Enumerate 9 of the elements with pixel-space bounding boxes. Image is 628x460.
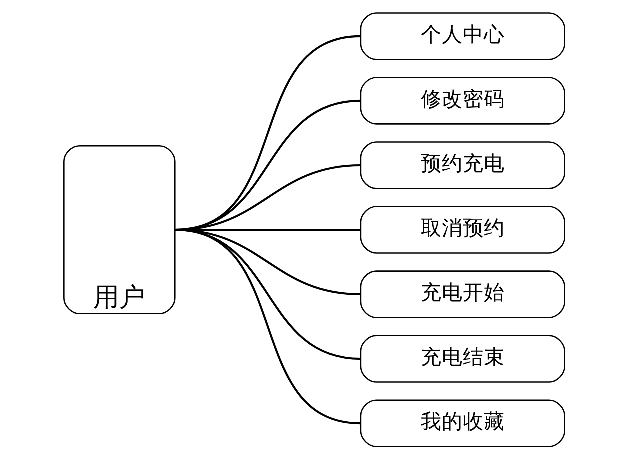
connector bbox=[174, 228, 361, 425]
node-box: 充电结束 bbox=[360, 335, 565, 383]
node-box: 取消预约 bbox=[360, 206, 565, 254]
node-box: 用户 bbox=[63, 145, 176, 315]
node-box: 个人中心 bbox=[360, 12, 565, 60]
node-box: 我的收藏 bbox=[360, 400, 565, 448]
node-box: 修改密码 bbox=[360, 77, 565, 125]
node-box: 充电开始 bbox=[360, 270, 565, 318]
node-box: 预约充电 bbox=[360, 142, 565, 190]
